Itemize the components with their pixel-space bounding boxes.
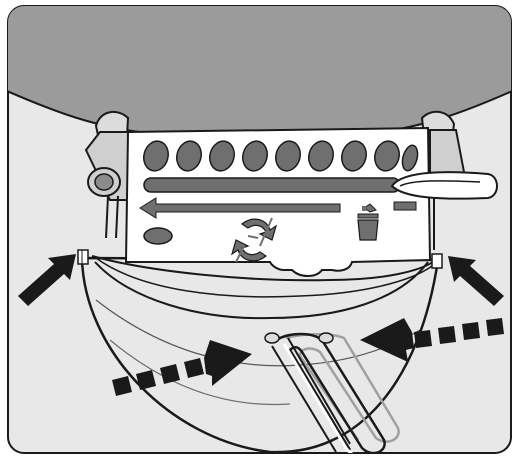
- right-clip: [432, 254, 442, 268]
- oval-icon: [144, 228, 172, 244]
- left-clip: [78, 250, 88, 264]
